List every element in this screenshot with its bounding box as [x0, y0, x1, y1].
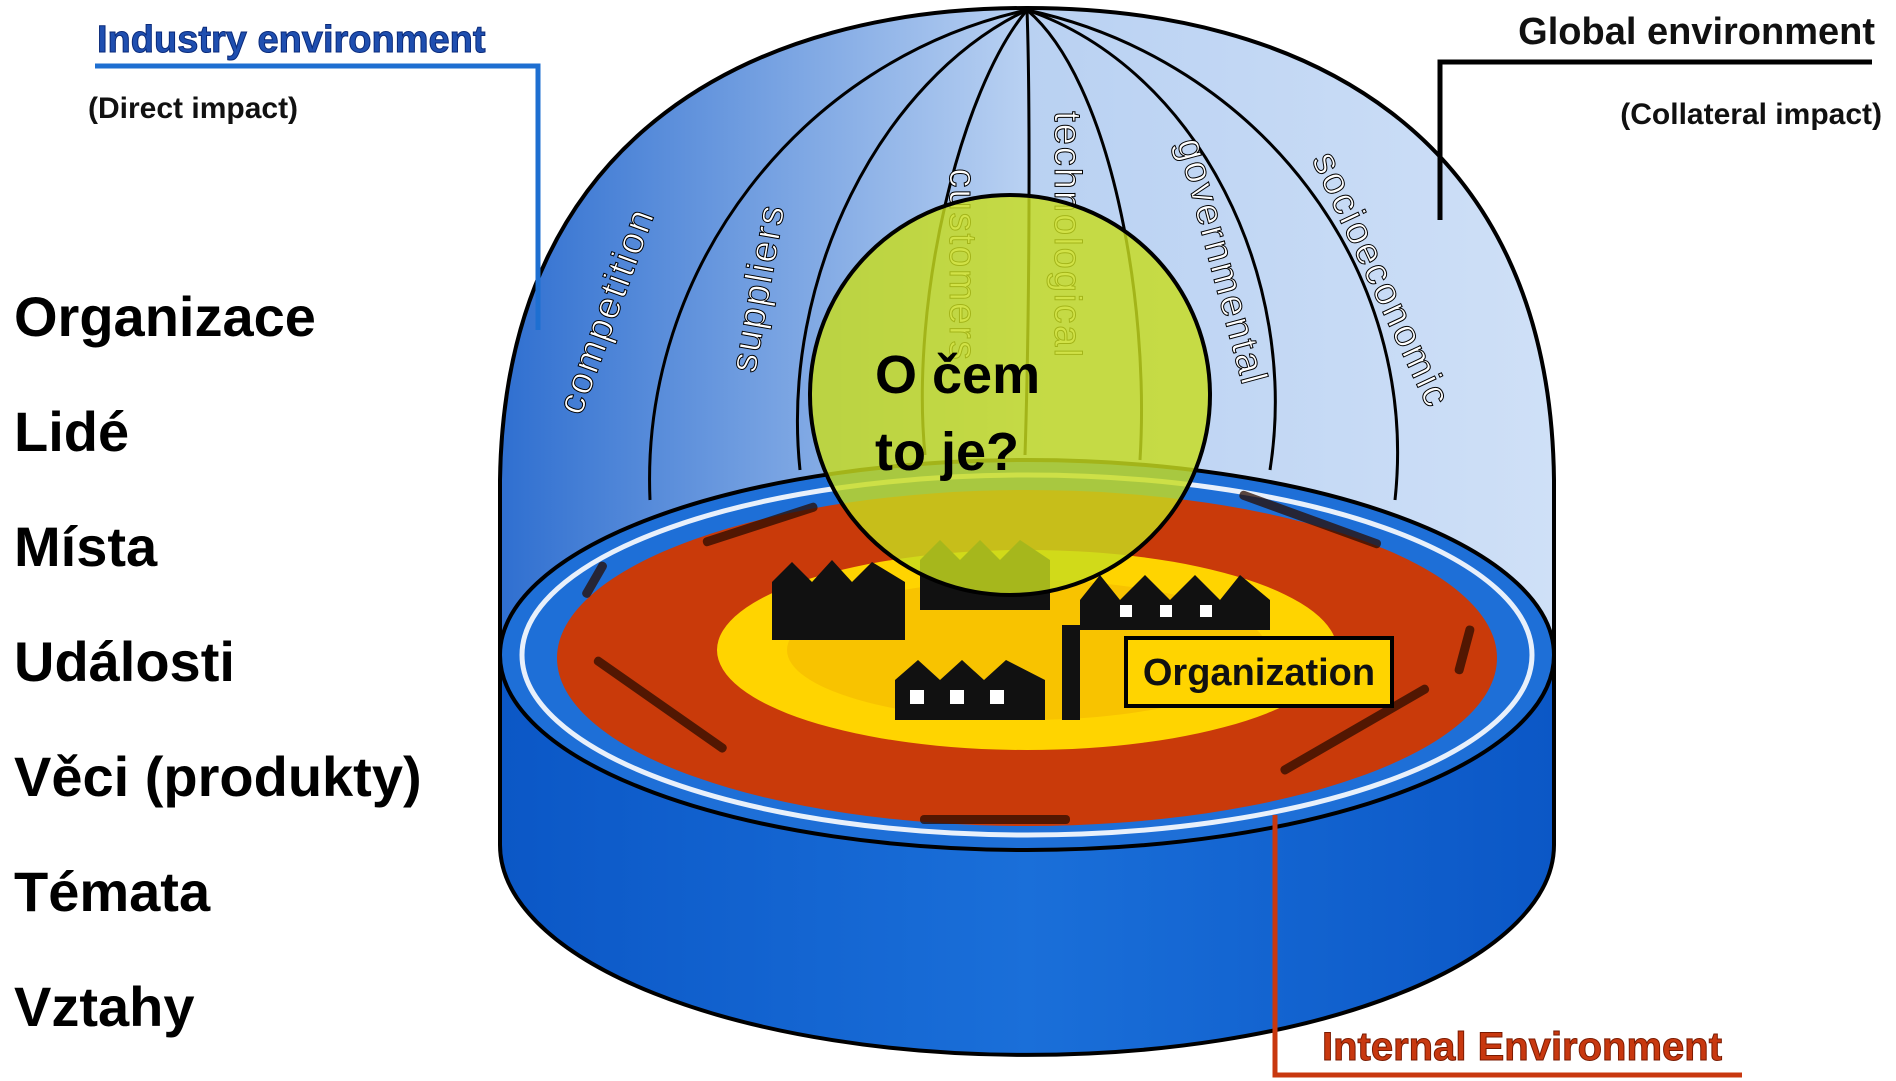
organization-box — [1124, 636, 1394, 708]
factory-windows — [910, 605, 1212, 704]
industry-title: Industry environment — [97, 19, 486, 61]
list-item-lide: Lidé — [14, 400, 130, 463]
question-circle — [808, 193, 1212, 597]
industry-callout-line — [95, 63, 541, 330]
list-item-temata: Témata — [14, 860, 211, 923]
industry-subtitle: (Direct impact) — [88, 92, 298, 125]
list-item-mista: Místa — [14, 515, 158, 578]
internal-title: Internal Environment — [1322, 1025, 1722, 1069]
global-subtitle: (Collateral impact) — [1620, 98, 1882, 131]
list-item-vztahy: Vztahy — [14, 975, 195, 1038]
organization-label: Organization — [1143, 652, 1375, 694]
question-line-1: O čem — [875, 345, 1040, 405]
list-item-udalosti: Události — [14, 630, 235, 693]
global-callout-line — [1437, 59, 1872, 220]
ring-text-marks — [582, 490, 1475, 824]
question-line-2: to je? — [875, 422, 1019, 482]
list-item-organizace: Organizace — [14, 285, 316, 348]
list-item-veci: Věci (produkty) — [14, 745, 422, 808]
global-title: Global environment — [1518, 11, 1875, 53]
internal-callout-line — [1272, 815, 1742, 1078]
